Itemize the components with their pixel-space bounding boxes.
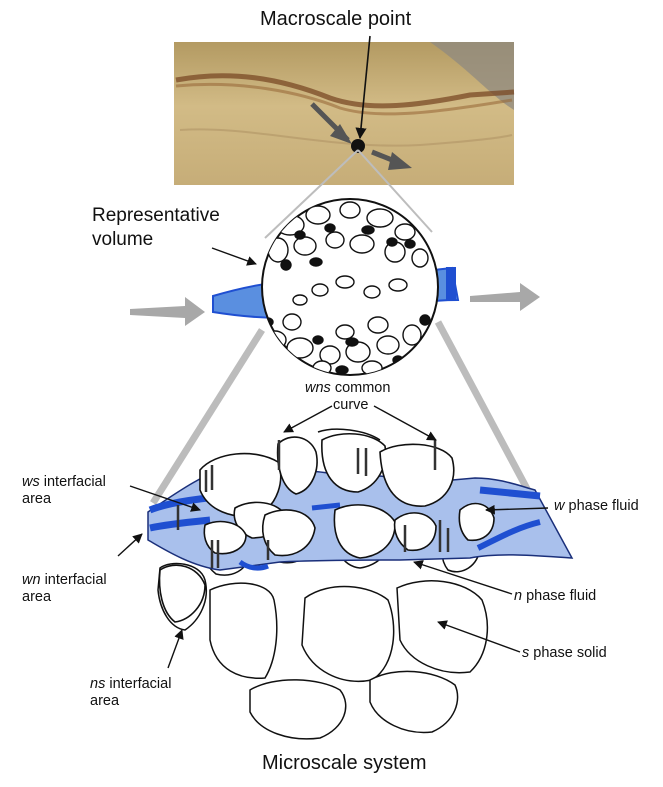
pore-grain-dark <box>313 336 323 344</box>
label-representative-volume-line1: Representative <box>92 205 220 227</box>
pore-grain-dark <box>420 315 430 325</box>
pore-grain-dark <box>346 338 358 346</box>
label-ns-interfacial-line2: area <box>90 693 119 710</box>
pore-grain <box>268 238 288 262</box>
pore-grain <box>403 325 421 345</box>
representative-volume-circle <box>262 199 438 375</box>
pore-grain <box>389 279 407 291</box>
label-n-phase-fluid: n phase fluid <box>514 588 596 605</box>
title-macroscale-point: Macroscale point <box>260 8 411 31</box>
pore-grain-dark <box>325 224 335 232</box>
label-ns-interfacial-line1: ns interfacial <box>90 676 171 693</box>
microscale-system <box>148 429 572 739</box>
pore-grain <box>367 209 393 227</box>
pore-grain <box>283 314 301 330</box>
pore-grain-dark <box>362 226 374 234</box>
pore-grain <box>293 295 307 305</box>
pore-grain <box>412 249 428 267</box>
pore-grain-dark <box>281 260 291 270</box>
label-w-phase-fluid: w phase fluid <box>554 498 639 515</box>
label-representative-volume-line2: volume <box>92 229 153 251</box>
pore-grain <box>326 232 344 248</box>
label-s-phase-solid: s phase solid <box>522 645 607 662</box>
pore-grain <box>395 224 415 240</box>
pore-grain-dark <box>336 366 348 374</box>
pore-grain <box>336 276 354 288</box>
label-ws-interfacial-line1: ws interfacial <box>22 474 106 491</box>
pore-grain <box>377 336 399 354</box>
pore-grain-dark <box>310 258 322 266</box>
label-wns-common-curve-line1: wns common <box>305 380 390 397</box>
pore-grain <box>287 338 313 358</box>
label-ws-interfacial-line2: area <box>22 491 51 508</box>
pore-grain <box>312 284 328 296</box>
pore-grain-dark <box>393 356 403 364</box>
flow-arrow-in-icon <box>130 297 205 326</box>
pore-grain-dark <box>295 231 305 239</box>
pore-grain <box>336 325 354 339</box>
label-wn-interfacial-line2: area <box>22 589 51 606</box>
flow-arrow-out-icon <box>470 283 540 311</box>
pore-grain <box>350 235 374 253</box>
label-wn-interfacial-line1: wn interfacial <box>22 572 107 589</box>
pore-grain <box>368 317 388 333</box>
footer-microscale-system: Microscale system <box>262 752 426 775</box>
label-wns-common-curve-line2: curve <box>333 397 368 414</box>
pore-grain <box>294 237 316 255</box>
pore-grain-dark <box>279 354 291 362</box>
pore-grain-dark <box>387 238 397 246</box>
pore-grain <box>340 202 360 218</box>
pore-grain-dark <box>405 240 415 248</box>
pore-grain <box>364 286 380 298</box>
